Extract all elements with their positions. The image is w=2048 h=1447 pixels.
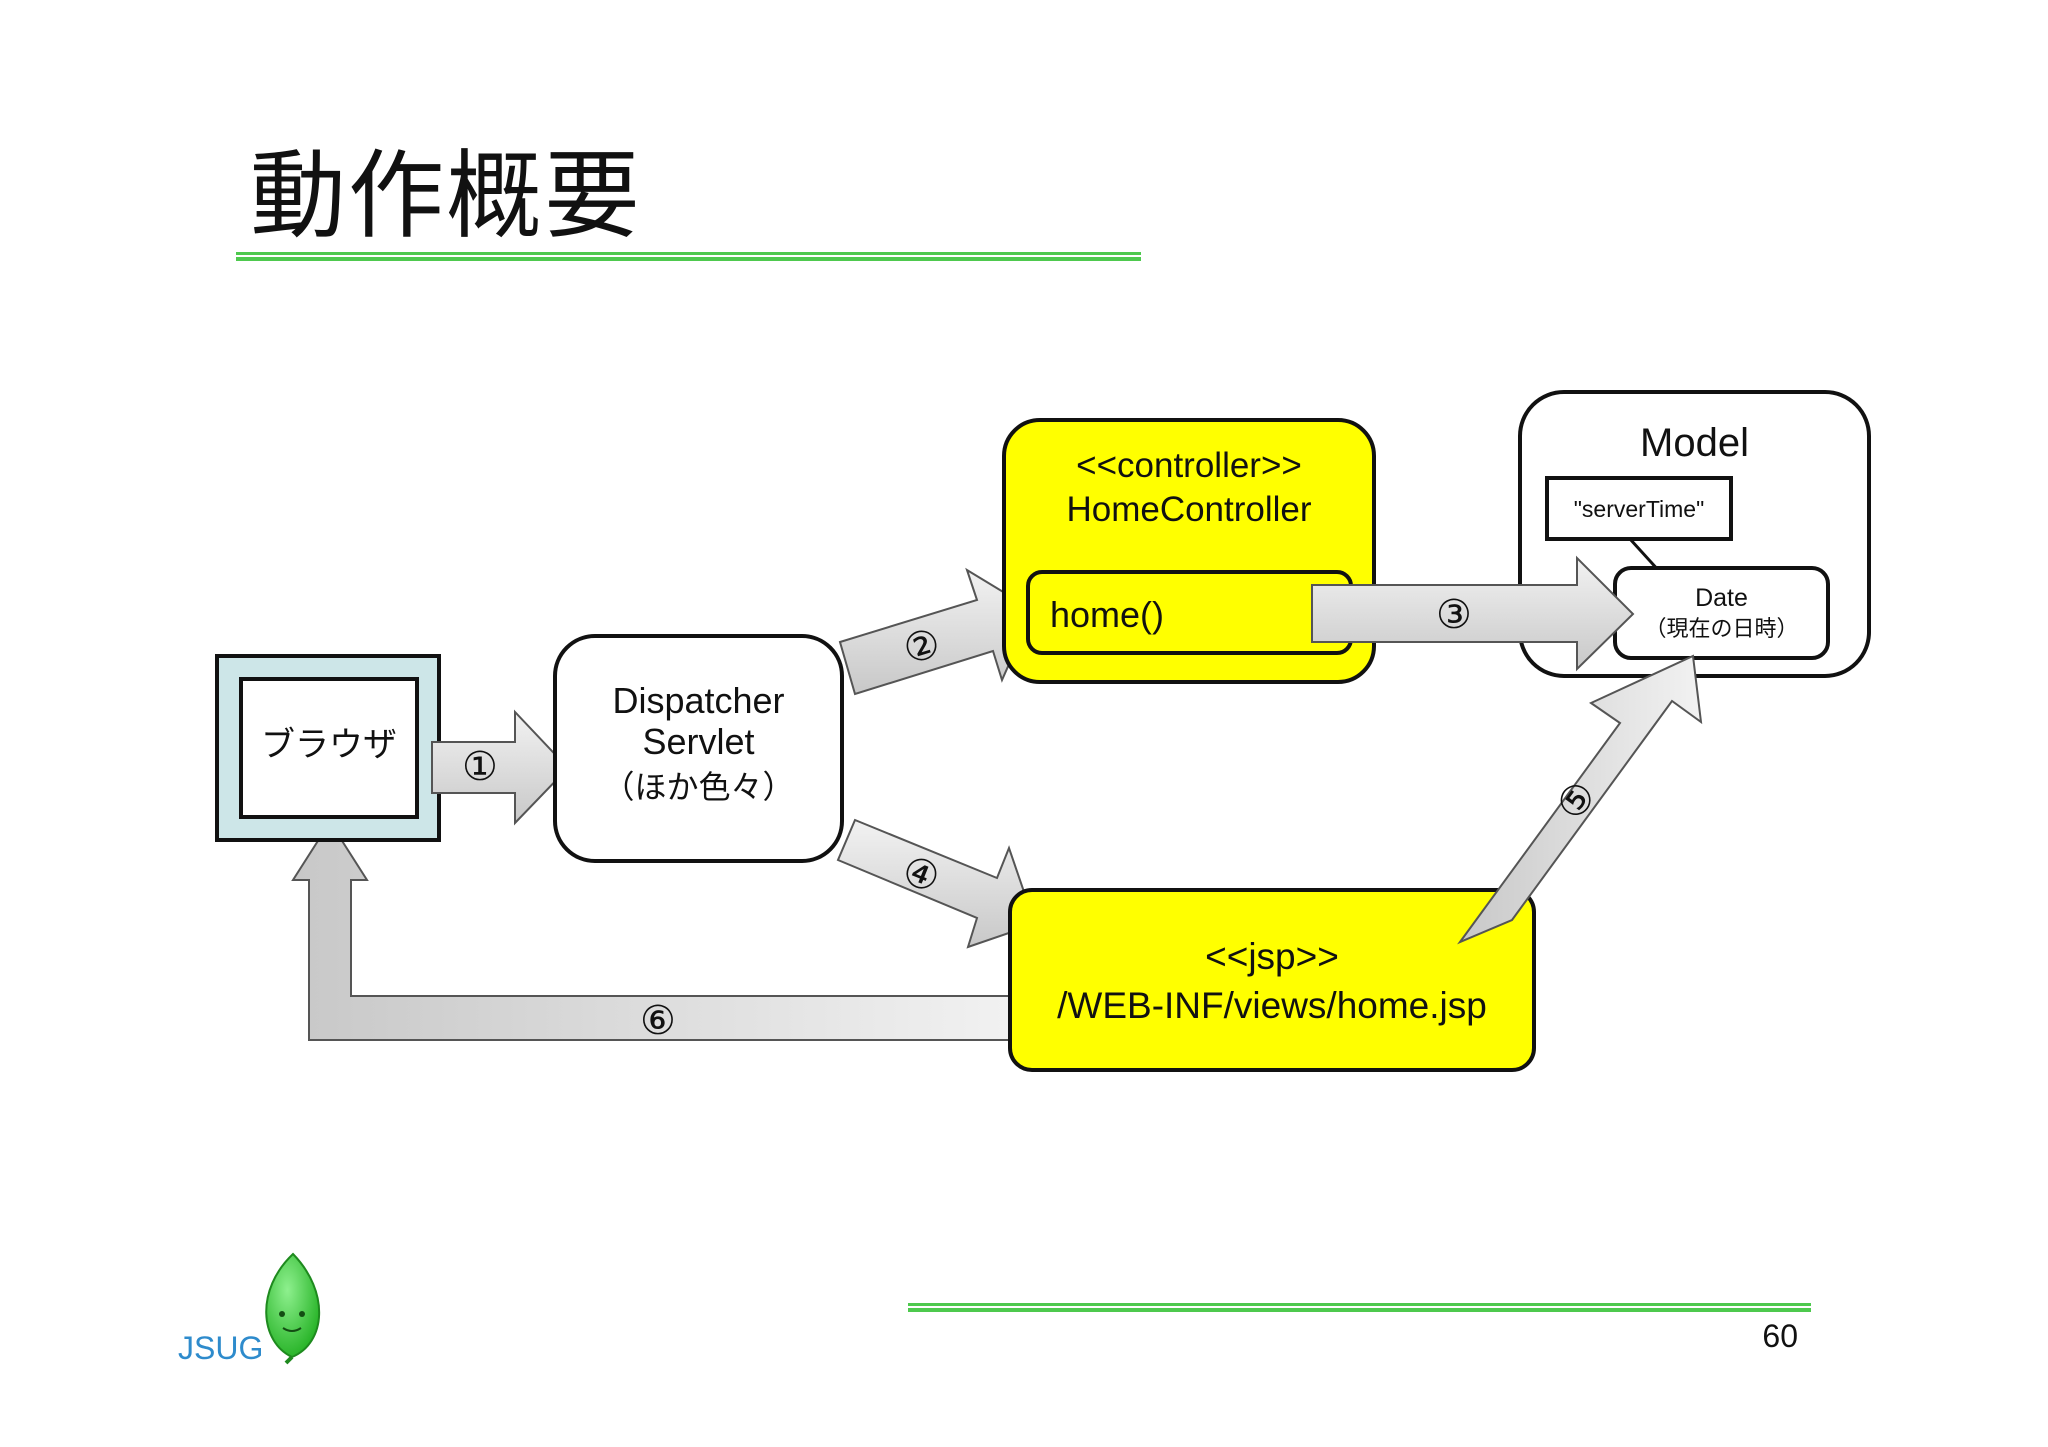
slide-title: 動作概要 — [250, 140, 642, 252]
arrow-6 — [291, 820, 1025, 1041]
server-time-key: "serverTime" — [1573, 496, 1705, 522]
jsp-path: /WEB-INF/views/home.jsp — [1057, 984, 1487, 1026]
date-value-label: Date （現在の日時） — [1615, 584, 1828, 642]
dispatcher-line-3: （ほか色々） — [602, 767, 795, 806]
controller-stereotype: <<controller>> — [1076, 446, 1302, 485]
title-underline — [236, 252, 1141, 261]
arrow-5 — [1457, 654, 1703, 945]
step-1-label: ① — [462, 744, 498, 790]
jsp-label: <<jsp>> /WEB-INF/views/home.jsp — [1010, 936, 1534, 1027]
jsp-box[interactable] — [1008, 888, 1536, 1072]
browser-label: ブラウザ — [261, 725, 397, 765]
step-3-label: ③ — [1436, 592, 1472, 638]
home-method-label: home() — [1050, 594, 1165, 635]
server-time-key-box — [1545, 476, 1733, 541]
jsp-stereotype: <<jsp>> — [1205, 936, 1339, 977]
controller-name: HomeController — [1066, 490, 1312, 530]
footer-line — [908, 1303, 1811, 1312]
dispatcher-servlet-box[interactable] — [553, 634, 844, 863]
arrow-3 — [1311, 555, 1635, 672]
date-value-type: Date — [1695, 584, 1748, 612]
dispatcher-label: Dispatcher Servlet （ほか色々） — [555, 680, 842, 806]
jsug-leaf-mascot — [265, 1252, 321, 1365]
step-6-label: ⑥ — [640, 998, 676, 1044]
arrow-4 — [836, 818, 1037, 949]
page-number: 60 — [1762, 1318, 1798, 1354]
dispatcher-line-2: Servlet — [642, 721, 755, 763]
browser-inner[interactable] — [239, 677, 419, 819]
arrow-1 — [431, 709, 570, 826]
jsug-logo-text: JSUG — [178, 1330, 264, 1366]
model-title: Model — [1640, 421, 1749, 465]
date-value-desc: （現在の日時） — [1644, 616, 1799, 642]
dispatcher-line-1: Dispatcher — [612, 680, 785, 721]
controller-label: <<controller>> HomeController — [1004, 446, 1374, 531]
